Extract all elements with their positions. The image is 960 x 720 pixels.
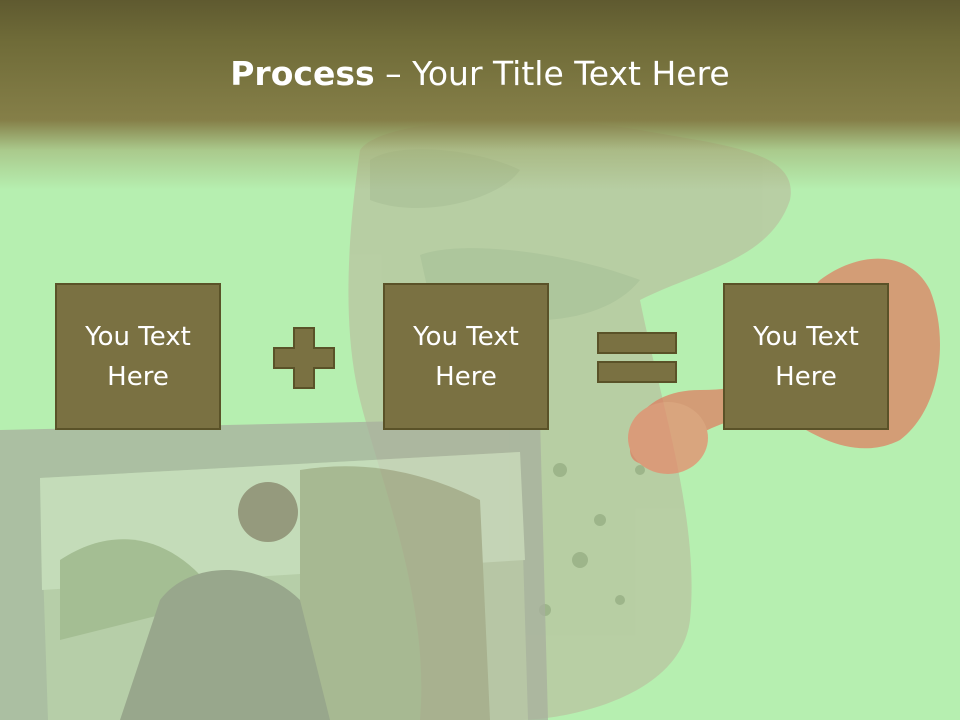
process-box-label: You Text Here (413, 321, 519, 392)
slide-title: Process – Your Title Text Here (0, 52, 960, 96)
title-bold: Process (230, 54, 375, 93)
plus-icon (273, 327, 335, 389)
process-box-label: You Text Here (753, 321, 859, 392)
process-box-1: You Text Here (55, 283, 221, 430)
process-box-2: You Text Here (383, 283, 549, 430)
process-box-3: You Text Here (723, 283, 889, 430)
equals-icon (597, 332, 677, 383)
title-band (0, 0, 960, 190)
process-box-label: You Text Here (85, 321, 191, 392)
title-rest: – Your Title Text Here (374, 54, 730, 93)
photo-frame (0, 418, 548, 720)
